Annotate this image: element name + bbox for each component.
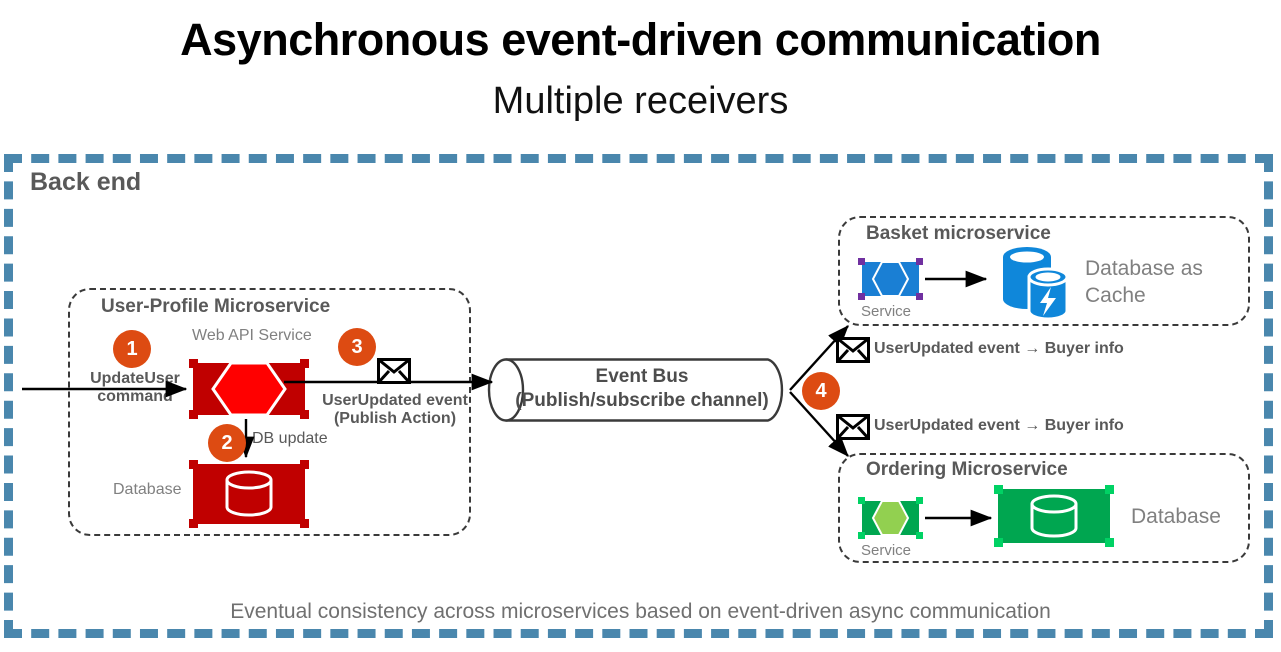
user-profile-microservice-title: User-Profile Microservice [101, 296, 331, 317]
database-cylinder-icon [225, 470, 273, 517]
basket-subscription-label: UserUpdated event → Buyer info [874, 340, 1124, 357]
ordering-service-label: Service [861, 542, 912, 559]
step-badge-2: 2 [208, 424, 246, 462]
event-bus-label: Event Bus (Publish/subscribe channel) [515, 366, 769, 411]
web-api-service-label: Web API Service [192, 327, 312, 344]
database-as-cache-label: Database as Cache [1085, 257, 1203, 308]
user-profile-database-label: Database [113, 481, 182, 498]
ordering-service-block [858, 497, 923, 539]
lightning-bolt-icon [1040, 287, 1056, 316]
update-user-command-label: UpdateUser command [90, 370, 180, 406]
back-end-label: Back end [30, 168, 142, 196]
publish-action-label: UserUpdated event (Publish Action) [322, 392, 468, 428]
step-badge-1: 1 [113, 330, 151, 368]
basket-service-label: Service [861, 303, 912, 320]
ordering-subscription-label: UserUpdated event → Buyer info [874, 417, 1124, 434]
hexagon-icon [211, 361, 287, 417]
ordering-database-label: Database [1131, 505, 1221, 528]
page-subtitle: Multiple receivers [492, 80, 789, 122]
event-bus-cylinder [487, 358, 786, 422]
basket-service-block [858, 258, 923, 300]
database-cylinder-icon [1030, 494, 1078, 538]
db-update-label: DB update [252, 430, 328, 447]
eventual-consistency-caption: Eventual consistency across microservice… [230, 600, 1051, 623]
hexagon-icon [871, 261, 910, 297]
envelope-icon-basket [836, 337, 870, 363]
hexagon-icon [871, 500, 910, 536]
database-as-cache-icon [989, 243, 1071, 325]
basket-microservice-title: Basket microservice [866, 223, 1051, 244]
envelope-icon-ordering [836, 414, 870, 440]
web-api-service-block [189, 359, 309, 419]
step-badge-3: 3 [338, 328, 376, 366]
ordering-microservice-title: Ordering Microservice [866, 459, 1068, 480]
step-badge-4: 4 [802, 372, 840, 410]
ordering-microservice-box [838, 453, 1250, 563]
envelope-icon-publish [377, 358, 411, 384]
ordering-database-block [994, 485, 1114, 547]
basket-microservice-box [838, 216, 1250, 326]
page-title: Asynchronous event-driven communication [180, 14, 1101, 65]
user-profile-database-block [189, 460, 309, 528]
user-profile-microservice-box [68, 288, 471, 536]
